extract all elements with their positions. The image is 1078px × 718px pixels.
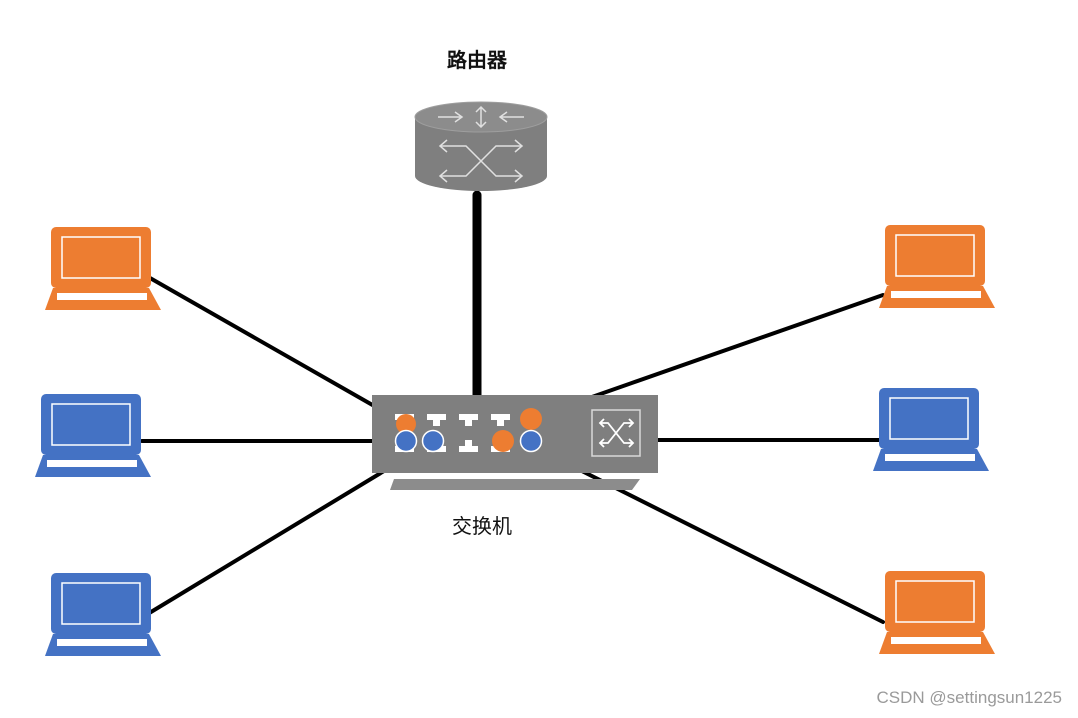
laptop-icon <box>45 573 161 656</box>
router-label: 路由器 <box>447 48 507 72</box>
port-dot-blue <box>421 429 445 453</box>
port-dot-orange <box>492 430 514 452</box>
switch-icon <box>372 395 658 490</box>
laptop-icon <box>35 394 151 477</box>
laptop-icon <box>45 227 161 310</box>
laptop-icon <box>873 388 989 471</box>
watermark: CSDN @settingsun1225 <box>876 688 1062 707</box>
switch-label: 交换机 <box>452 514 512 538</box>
laptop-icon <box>879 225 995 308</box>
port-dot-blue <box>394 429 418 453</box>
router-icon <box>414 101 548 191</box>
laptops <box>35 225 995 656</box>
port-dot-orange <box>396 414 416 434</box>
port-dot-blue <box>519 429 543 453</box>
laptop-icon <box>879 571 995 654</box>
link-left-top <box>148 276 406 425</box>
links <box>140 190 885 624</box>
link-right-bottom <box>530 444 885 624</box>
port-dot-orange <box>520 408 542 430</box>
